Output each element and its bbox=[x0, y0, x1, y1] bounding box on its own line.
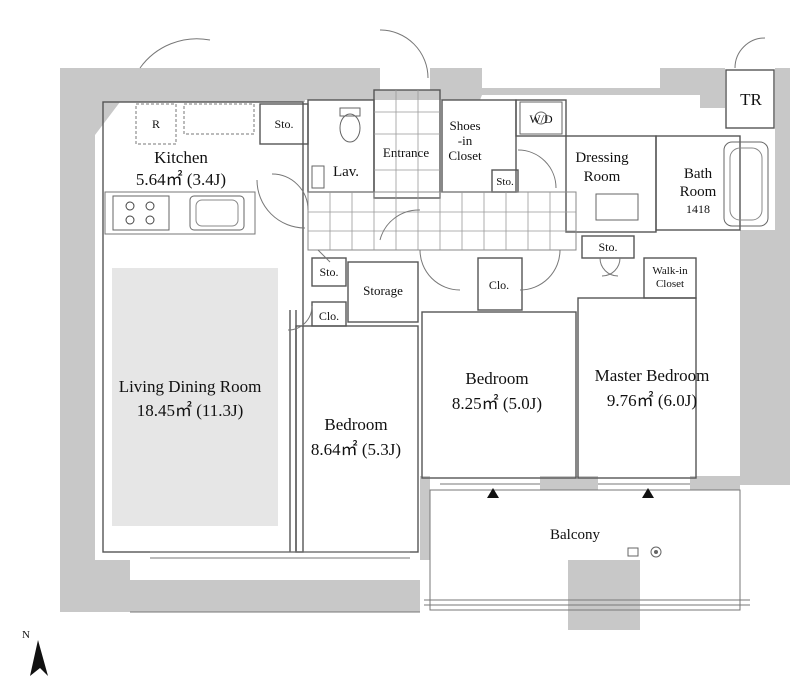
bedroom-2-area: 8.25㎡ (5.0J) bbox=[452, 394, 542, 413]
bath-room-line2: Room bbox=[680, 184, 717, 200]
walkin-closet-line1: Walk-in bbox=[652, 265, 688, 277]
shoes-closet-line1: Shoes bbox=[449, 118, 480, 133]
hall-sto-label: Sto. bbox=[319, 265, 338, 279]
wd-label: W/D bbox=[529, 112, 553, 126]
walkin-closet-line2: Closet bbox=[656, 278, 684, 290]
fridge-label: R bbox=[152, 117, 160, 131]
dressing-room-line2: Room bbox=[584, 169, 621, 185]
bedroom-1-area: 8.64㎡ (5.3J) bbox=[311, 440, 401, 459]
living-dining-name: Living Dining Room bbox=[119, 377, 262, 396]
dressing-room-line1: Dressing bbox=[575, 150, 629, 166]
hallway-tiles bbox=[307, 90, 577, 251]
shoes-closet-line2: -in bbox=[458, 133, 473, 148]
north-arrow-icon: N bbox=[22, 629, 48, 676]
bath-room-line1: Bath bbox=[684, 166, 713, 182]
tr-label: TR bbox=[740, 90, 762, 109]
washer-icon bbox=[519, 101, 563, 135]
sink-icon bbox=[189, 195, 245, 231]
kitchen-label: Kitchen bbox=[154, 148, 208, 167]
balcony-fixture bbox=[627, 546, 662, 558]
door-swing-icon bbox=[139, 29, 766, 331]
north-label: N bbox=[22, 629, 30, 641]
master-sto-label: Sto. bbox=[598, 240, 617, 254]
balcony-label: Balcony bbox=[550, 527, 600, 543]
bedroom-2-name: Bedroom bbox=[465, 369, 528, 388]
master-bedroom-area: 9.76㎡ (6.0J) bbox=[607, 391, 697, 410]
entry-sto-label: Sto. bbox=[496, 176, 514, 188]
kitchen-sto-label: Sto. bbox=[274, 117, 293, 131]
windows bbox=[150, 483, 690, 559]
master-bedroom-name: Master Bedroom bbox=[595, 366, 710, 385]
counter-outline bbox=[104, 103, 256, 235]
stove-icon bbox=[112, 195, 170, 231]
lav-label: Lav. bbox=[333, 164, 359, 180]
shoes-closet-line3: Closet bbox=[448, 148, 482, 163]
hall-clo-label: Clo. bbox=[319, 309, 339, 323]
bathtub-icon bbox=[595, 141, 769, 227]
kitchen-area: 5.64㎡ (3.4J) bbox=[136, 170, 226, 189]
storage-label: Storage bbox=[363, 283, 403, 298]
balcony-entry-arrow-2 bbox=[642, 488, 654, 498]
bath-room-size: 1418 bbox=[686, 202, 710, 216]
living-floor-area bbox=[112, 268, 278, 526]
balcony-entry-arrow-1 bbox=[487, 488, 499, 498]
exterior-walls bbox=[60, 68, 790, 630]
entrance-label: Entrance bbox=[383, 145, 429, 160]
toilet-icon bbox=[311, 107, 361, 189]
bedroom-clo-label: Clo. bbox=[489, 278, 509, 292]
living-dining-area: 18.45㎡ (11.3J) bbox=[137, 401, 244, 420]
bedroom-1-name: Bedroom bbox=[324, 415, 387, 434]
